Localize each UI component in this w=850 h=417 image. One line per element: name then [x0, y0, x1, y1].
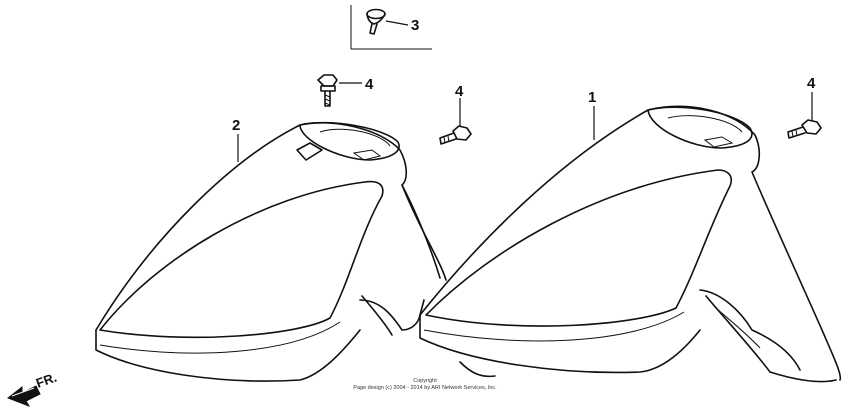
clip-part-3	[366, 8, 409, 35]
callout-4-right: 4	[807, 75, 816, 92]
callout-1: 1	[588, 89, 596, 106]
front-direction-label: FR.	[34, 370, 59, 391]
bolt-4-top	[317, 74, 362, 107]
callout-4-middle: 4	[455, 83, 464, 100]
front-direction-arrow-icon	[6, 385, 41, 407]
copyright-notice: Copyright Page design (c) 2004 - 2014 by…	[300, 378, 550, 392]
fender-part-1	[419, 105, 842, 383]
bolt-4-right	[787, 92, 822, 139]
inset-box	[350, 5, 432, 50]
copyright-title: Copyright	[413, 378, 437, 384]
callout-3: 3	[411, 17, 419, 34]
fender-part-2	[95, 121, 447, 382]
callout-4-top: 4	[365, 76, 374, 93]
copyright-text: Page design (c) 2004 - 2014 by ARI Netwo…	[353, 385, 497, 391]
callout-2: 2	[232, 117, 240, 134]
bolt-4-middle	[439, 98, 472, 145]
